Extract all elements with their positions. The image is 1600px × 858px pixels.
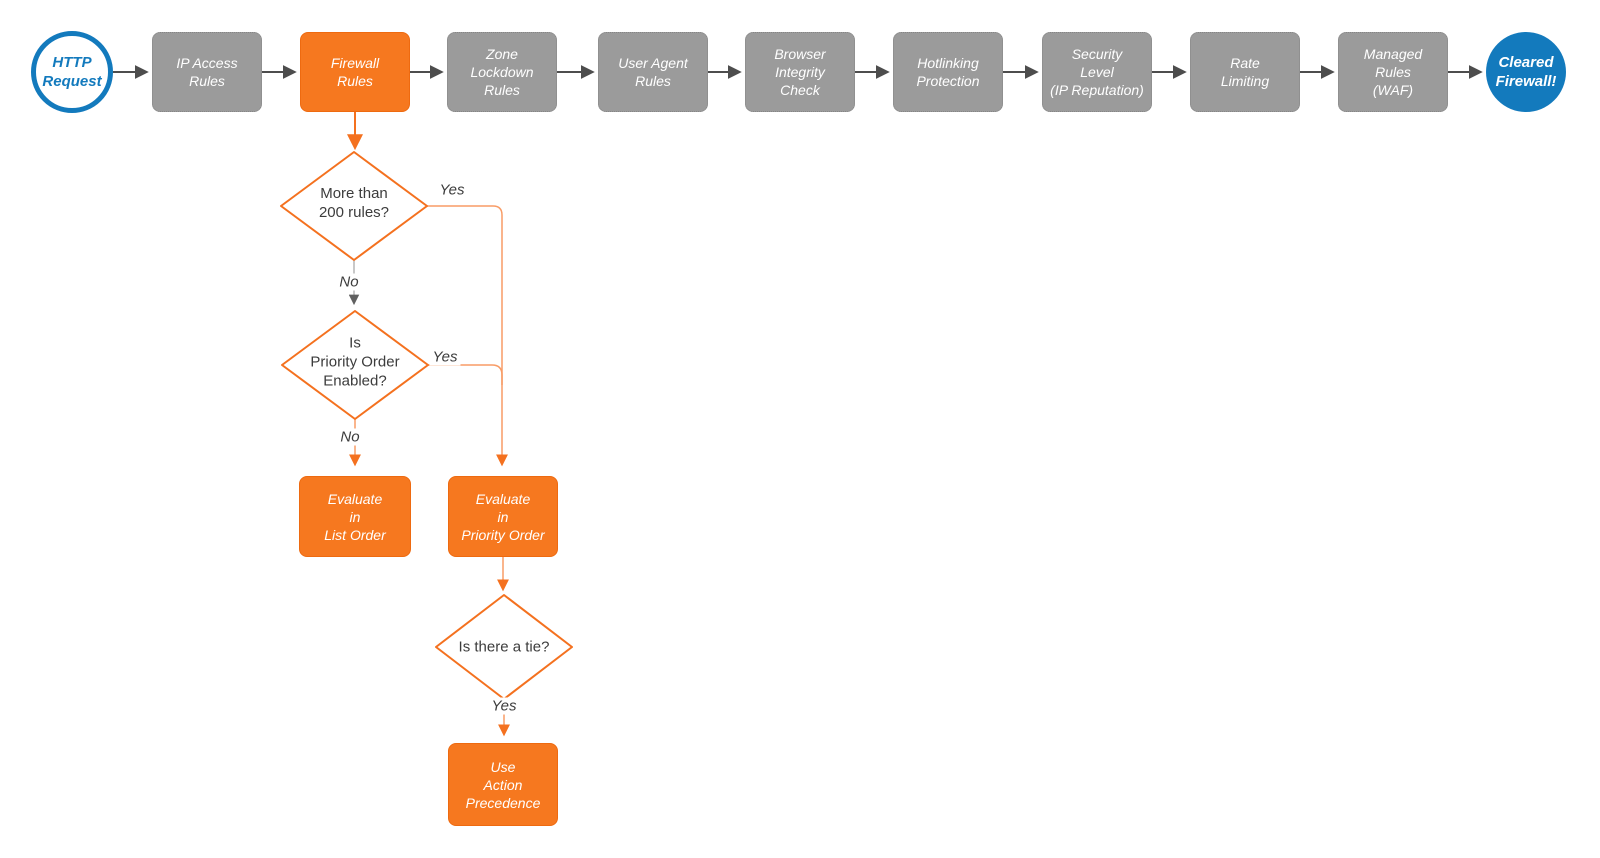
edge-decision2-yes-merge [428, 364, 503, 385]
node-hotlinking-protection: Hotlinking Protection [893, 32, 1003, 112]
decision-is-there-a-tie-shape [435, 594, 573, 700]
decision-more-than-200-rules-label: More than 200 rules? [318, 185, 390, 221]
node-security-level-label: Security Level (IP Reputation) [1050, 46, 1144, 98]
node-cleared-firewall: Cleared Firewall! [1486, 32, 1566, 112]
node-managed-rules-waf: Managed Rules (WAF) [1338, 32, 1448, 112]
decision-priority-order-enabled-label: Is Priority Order Enabled? [310, 334, 400, 390]
decision-more-than-200-rules-shape [280, 151, 428, 261]
edge-label-no-1: No [336, 273, 362, 291]
node-managed-rules-waf-label: Managed Rules (WAF) [1363, 46, 1423, 98]
node-evaluate-in-priority-order-label: Evaluate in Priority Order [461, 490, 545, 543]
edge-label-yes-1: Yes [436, 181, 468, 199]
decision-priority-order-enabled-shape [281, 310, 429, 420]
node-cleared-firewall-label: Cleared Firewall! [1495, 54, 1557, 90]
node-browser-integrity-check: Browser Integrity Check [745, 32, 855, 112]
node-security-level: Security Level (IP Reputation) [1042, 32, 1152, 112]
node-rate-limiting: Rate Limiting [1190, 32, 1300, 112]
edge-label-no-2: No [337, 428, 363, 446]
node-user-agent-rules: User Agent Rules [598, 32, 708, 112]
edge-decision1-yes [427, 205, 508, 467]
node-http-request-label: HTTP Request [42, 54, 102, 90]
node-http-request: HTTP Request [31, 31, 113, 113]
node-use-action-precedence: Use Action Precedence [448, 743, 558, 826]
node-zone-lockdown-rules: Zone Lockdown Rules [447, 32, 557, 112]
node-evaluate-in-list-order: Evaluate in List Order [299, 476, 411, 557]
node-ip-access-rules-label: IP Access Rules [176, 55, 238, 89]
node-browser-integrity-check-label: Browser Integrity Check [774, 46, 826, 98]
node-ip-access-rules: IP Access Rules [152, 32, 262, 112]
edge-label-yes-2: Yes [429, 348, 461, 366]
node-rate-limiting-label: Rate Limiting [1220, 55, 1270, 89]
node-hotlinking-protection-label: Hotlinking Protection [916, 55, 980, 89]
node-evaluate-in-priority-order: Evaluate in Priority Order [448, 476, 558, 557]
node-firewall-rules-label: Firewall Rules [330, 55, 380, 89]
node-firewall-rules: Firewall Rules [300, 32, 410, 112]
node-evaluate-in-list-order-label: Evaluate in List Order [324, 490, 386, 543]
edge-label-yes-3: Yes [488, 697, 520, 715]
node-use-action-precedence-label: Use Action Precedence [465, 758, 541, 811]
decision-is-there-a-tie-label: Is there a tie? [458, 638, 550, 656]
node-user-agent-rules-label: User Agent Rules [618, 55, 688, 89]
node-zone-lockdown-rules-label: Zone Lockdown Rules [470, 46, 534, 98]
